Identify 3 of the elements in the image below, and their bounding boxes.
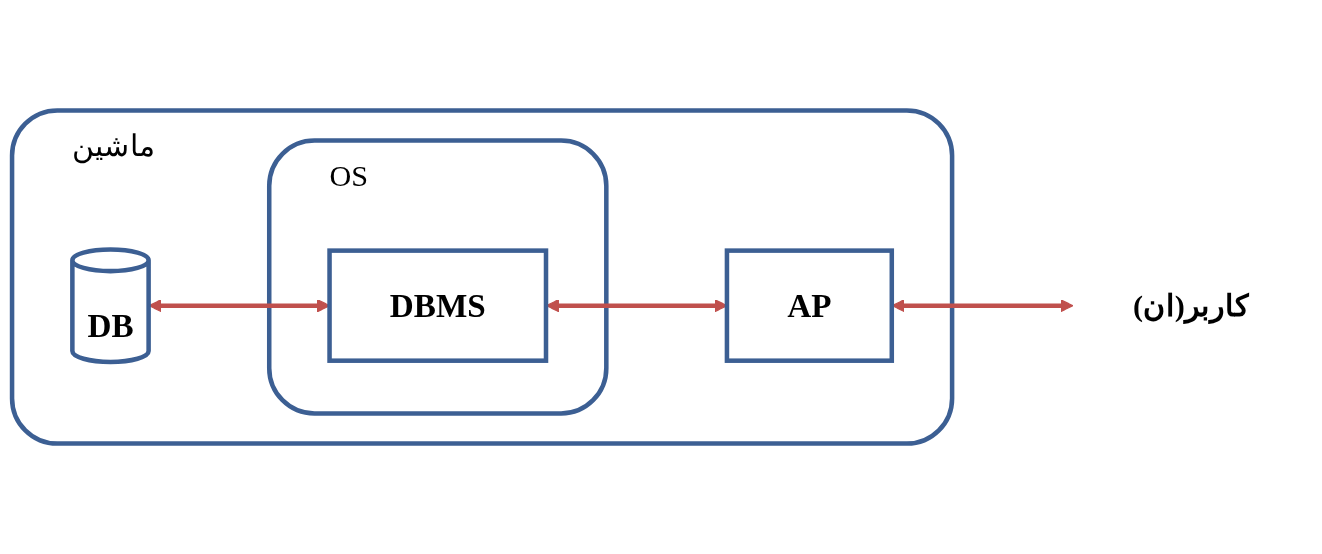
node-box: DBMS [327, 248, 549, 363]
node-text: کاربر(ان) [1133, 289, 1250, 323]
node-box: AP [724, 248, 895, 363]
